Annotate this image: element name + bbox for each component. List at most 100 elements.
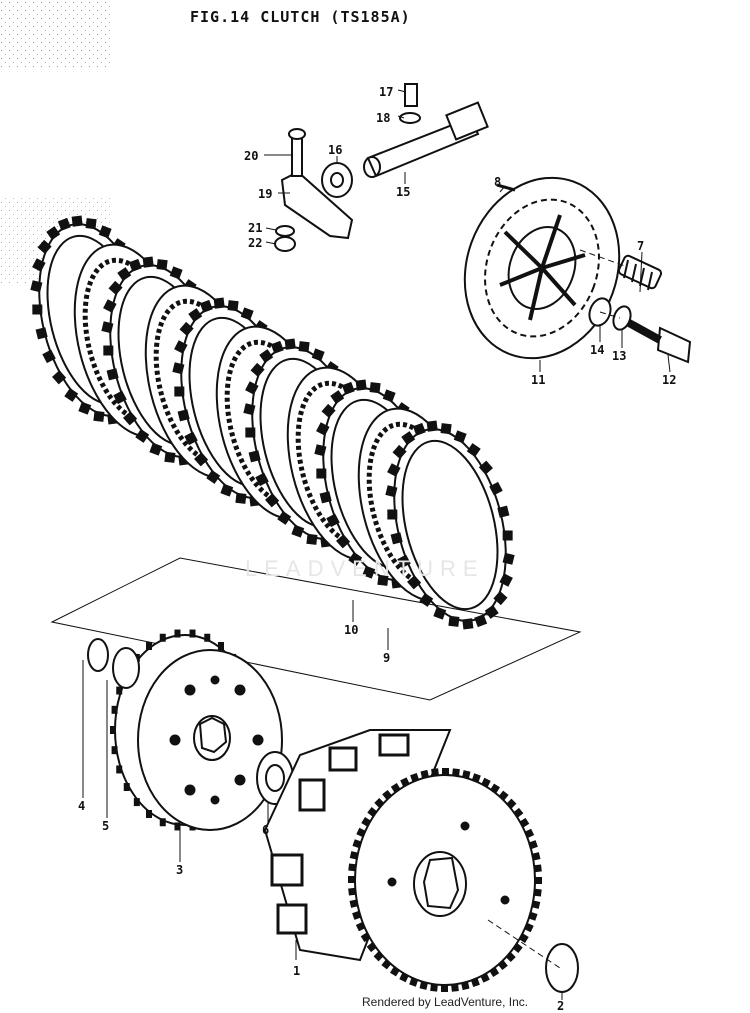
plate-tab <box>188 308 203 323</box>
plate-tab <box>169 266 183 280</box>
gear-tooth <box>430 983 438 992</box>
part-label: 3 <box>176 863 183 877</box>
plate-tab <box>369 382 381 394</box>
part-label: 2 <box>557 999 564 1013</box>
gear-tooth <box>349 851 359 860</box>
plate-tab <box>259 349 274 364</box>
plate-tab <box>93 410 105 422</box>
plate-tab <box>64 387 79 402</box>
part-label: 17 <box>379 85 393 99</box>
plate-tab <box>85 218 97 230</box>
plate-tab <box>42 349 56 364</box>
plate-tab <box>149 442 163 456</box>
plate-tab <box>32 258 46 272</box>
plate-tab <box>502 530 513 541</box>
plate-tab <box>71 215 83 227</box>
part-label: 7 <box>637 239 644 253</box>
part-labels: 1 2 3 4 5 6 7 8 9 10 11 12 13 14 15 16 1… <box>78 85 676 1013</box>
washer-2 <box>545 943 579 993</box>
plate-tab <box>341 381 355 395</box>
gear-tooth <box>533 888 542 897</box>
part-label: 5 <box>102 819 109 833</box>
plate-tab <box>453 430 467 444</box>
plate-tab <box>108 280 123 295</box>
part-label: 20 <box>244 149 258 163</box>
plate-tab <box>250 362 265 377</box>
hub-tooth <box>116 765 123 774</box>
plate-tab <box>57 217 71 231</box>
plate-tab <box>270 340 284 354</box>
plate-tab <box>184 431 198 446</box>
figure-title: FIG.14 CLUTCH (TS185A) <box>190 8 411 26</box>
plate-tab <box>321 403 336 418</box>
plate-tab <box>106 368 119 381</box>
plate-tab <box>382 389 396 403</box>
plate-tab <box>330 390 345 405</box>
plate-tab <box>248 450 261 463</box>
plate-tab <box>235 492 247 504</box>
nut-22 <box>274 236 296 252</box>
plate-tab <box>98 225 112 239</box>
part-label: 21 <box>248 221 262 235</box>
gear-tooth <box>442 768 449 775</box>
hub-tooth <box>189 629 196 638</box>
nut-5 <box>112 647 140 689</box>
plate-tab <box>277 510 292 525</box>
axis-line <box>579 249 626 267</box>
plate-tab <box>213 297 225 309</box>
plate-tab <box>142 256 154 268</box>
part-label: 9 <box>383 651 390 665</box>
plate-tab <box>128 258 142 272</box>
leader-lines <box>82 89 671 1000</box>
scan-noise-top <box>0 0 110 70</box>
plate-tab <box>362 565 376 579</box>
clutch-housing <box>263 729 542 992</box>
plate-tab <box>174 386 185 397</box>
part-label: 19 <box>258 187 272 201</box>
plate-tab <box>348 551 363 566</box>
gear-tooth <box>531 900 541 909</box>
part-label: 18 <box>376 111 390 125</box>
clutch-bolt <box>618 314 692 364</box>
plate-tab <box>179 321 194 336</box>
plate-tab <box>30 280 43 293</box>
plate-ring <box>401 439 499 611</box>
plate-tab <box>255 472 269 487</box>
plate-tab <box>466 443 481 458</box>
part-label: 11 <box>531 373 545 387</box>
release-arm-19 <box>280 128 354 240</box>
plate-tab <box>489 481 503 496</box>
plate-tab <box>206 469 221 484</box>
plate-tab <box>123 411 138 426</box>
plate-tab <box>298 341 310 353</box>
plate-tab <box>32 304 43 315</box>
plate-tab <box>291 524 305 538</box>
plate-tab <box>135 428 150 443</box>
screw-17 <box>404 83 418 107</box>
plate-tab <box>336 534 351 549</box>
plate-tab <box>426 420 438 432</box>
plate-tab <box>227 300 239 312</box>
part-label: 1 <box>293 964 300 978</box>
hub-tooth <box>123 783 130 792</box>
gear-tooth <box>532 852 541 861</box>
plate-tab <box>103 345 114 356</box>
gear-tooth <box>441 985 448 992</box>
part-label: 12 <box>662 373 676 387</box>
plate-tab <box>433 606 447 620</box>
plate-tab <box>407 575 422 590</box>
plate-tab <box>385 485 398 498</box>
axis-line <box>599 311 621 319</box>
gear-tooth <box>348 876 355 883</box>
washer-21 <box>275 225 295 237</box>
plate-tab <box>284 338 296 350</box>
clutch-sleeve-hub <box>110 629 283 831</box>
plate-tab <box>314 444 327 457</box>
plate-tab <box>311 348 325 362</box>
plate-tab <box>397 554 411 569</box>
plate-tab <box>199 299 213 313</box>
inset-outline <box>50 557 582 701</box>
plate-tab <box>392 444 407 459</box>
plate-tab <box>46 226 61 241</box>
